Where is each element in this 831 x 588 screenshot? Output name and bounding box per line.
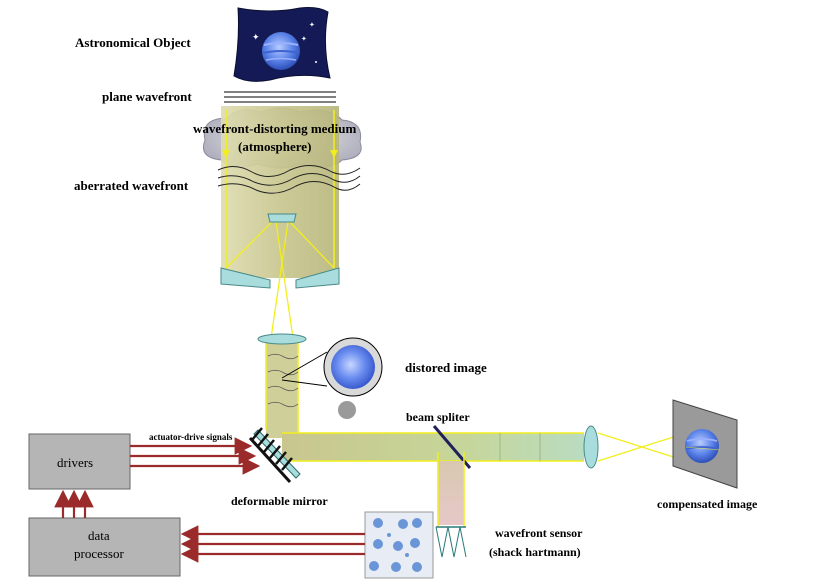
aberrated-wavefront: [217, 165, 361, 194]
data-processor-box: [28, 517, 181, 577]
compensated-image: [672, 399, 738, 489]
label-wavefront-sensor-line2: (shack hartmann): [489, 545, 581, 559]
star-icon: ✦: [309, 21, 315, 29]
horizontal-beam: [282, 425, 687, 469]
wavefront-sensor: [364, 511, 434, 579]
sensor-to-processor-arrows: [180, 525, 365, 563]
label-compensated-image: compensated image: [657, 497, 758, 511]
label-medium-line1: wavefront-distorting medium: [193, 121, 357, 136]
label-astronomical-object: Astronomical Object: [75, 35, 191, 50]
label-beam-splitter: beam spliter: [406, 410, 470, 424]
sensor-beam: [435, 452, 467, 558]
processor-to-drivers-arrows: [54, 489, 94, 518]
star-icon: ✦: [301, 35, 307, 43]
label-drivers: drivers: [57, 455, 93, 470]
label-deformable-mirror: deformable mirror: [231, 494, 328, 508]
actuator-signal-arrows: [130, 437, 261, 475]
distorted-image: [281, 337, 383, 419]
label-data-processor-line1: data: [88, 528, 110, 543]
label-plane-wavefront: plane wavefront: [102, 89, 192, 104]
label-wavefront-sensor-line1: wavefront sensor: [495, 526, 583, 540]
label-distorted-image: distored image: [405, 360, 487, 375]
vertical-beam: [257, 333, 307, 450]
star-icon: ✦: [252, 32, 260, 42]
drivers-box: [28, 433, 131, 490]
deformable-mirror: [248, 427, 301, 484]
label-data-processor-line2: processor: [74, 546, 124, 561]
plane-wavefront: [224, 91, 336, 103]
label-aberrated-wavefront: aberrated wavefront: [74, 178, 189, 193]
label-actuator-signals: actuator-drive signals: [149, 432, 233, 442]
astronomical-object: ✦ ✦ ✦: [233, 7, 331, 82]
label-medium-line2: (atmosphere): [238, 139, 311, 154]
